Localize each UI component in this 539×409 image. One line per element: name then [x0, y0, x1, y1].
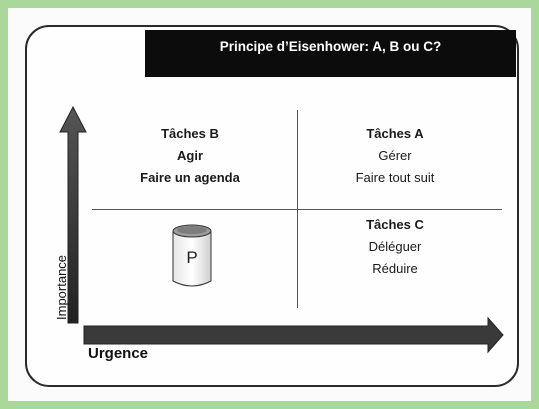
trash-bin-label: P — [186, 248, 198, 267]
quadrant-a: Tâches A Gérer Faire tout suit — [335, 123, 455, 189]
trash-bin-icon — [172, 224, 212, 287]
quadrant-c-action: Déléguer — [368, 239, 422, 254]
diagram-title: Principe d’Eisenhower: A, B ou C? — [219, 39, 442, 54]
title-banner: Principe d’Eisenhower: A, B ou C? — [145, 30, 516, 77]
vertical-divider — [297, 110, 298, 308]
quadrant-a-title: Tâches A — [366, 126, 424, 141]
axis-y-label: Importance — [54, 254, 69, 320]
importance-arrow — [59, 105, 87, 324]
quadrant-c-title: Tâches C — [366, 217, 424, 232]
quadrant-c: Tâches C Déléguer Réduire — [335, 214, 455, 280]
quadrant-b-action: Agir — [177, 148, 203, 163]
quadrant-b: Tâches B Agir Faire un agenda — [130, 123, 250, 189]
quadrant-a-action: Gérer — [378, 148, 412, 163]
quadrant-b-detail: Faire un agenda — [140, 170, 240, 185]
axis-x-label: Urgence — [88, 345, 149, 362]
quadrant-c-detail: Réduire — [372, 261, 418, 276]
quadrant-b-title: Tâches B — [161, 126, 219, 141]
urgence-arrow — [83, 316, 504, 354]
quadrant-a-detail: Faire tout suit — [355, 170, 435, 185]
